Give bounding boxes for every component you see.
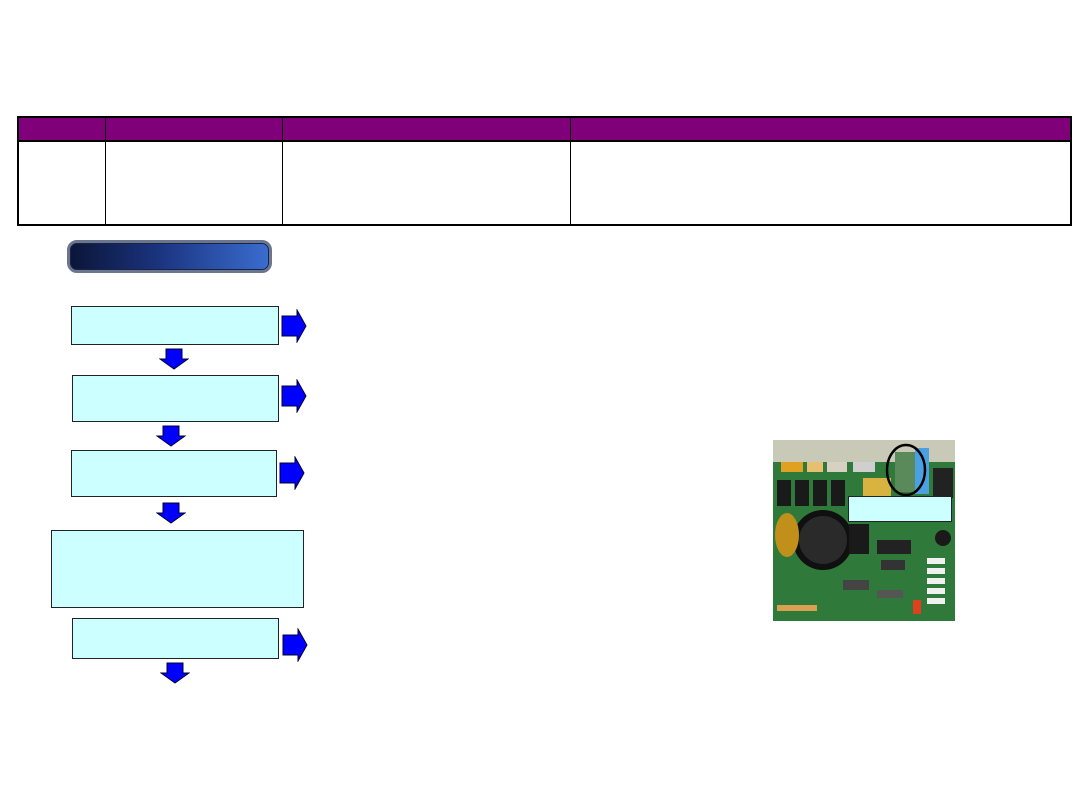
flow-step-1	[71, 306, 279, 345]
table-header-row	[19, 118, 1070, 142]
arrow-down-icon	[160, 662, 190, 684]
table-header-cell-3	[283, 118, 571, 140]
arrow-right-icon	[282, 628, 308, 662]
flow-step-4	[51, 530, 304, 608]
arrow-down-icon	[156, 502, 186, 524]
flow-step-2	[72, 375, 279, 422]
section-title	[67, 240, 272, 273]
table-header-cell-2	[106, 118, 283, 140]
board-callout-label	[848, 496, 952, 522]
table-row	[19, 142, 1070, 224]
circuit-board-photo	[773, 440, 955, 621]
arrow-right-icon	[281, 379, 307, 413]
flow-step-3	[71, 450, 277, 497]
info-table	[17, 116, 1072, 226]
table-header-cell-1	[19, 118, 106, 140]
arrow-down-icon	[156, 425, 186, 447]
arrow-right-icon	[281, 309, 307, 343]
table-cell-4	[571, 142, 1070, 224]
flow-step-5	[72, 618, 279, 659]
table-cell-3	[283, 142, 571, 224]
arrow-down-icon	[159, 348, 189, 370]
table-header-cell-4	[571, 118, 1070, 140]
arrow-right-icon	[279, 456, 305, 490]
table-cell-1	[19, 142, 106, 224]
table-cell-2	[106, 142, 283, 224]
